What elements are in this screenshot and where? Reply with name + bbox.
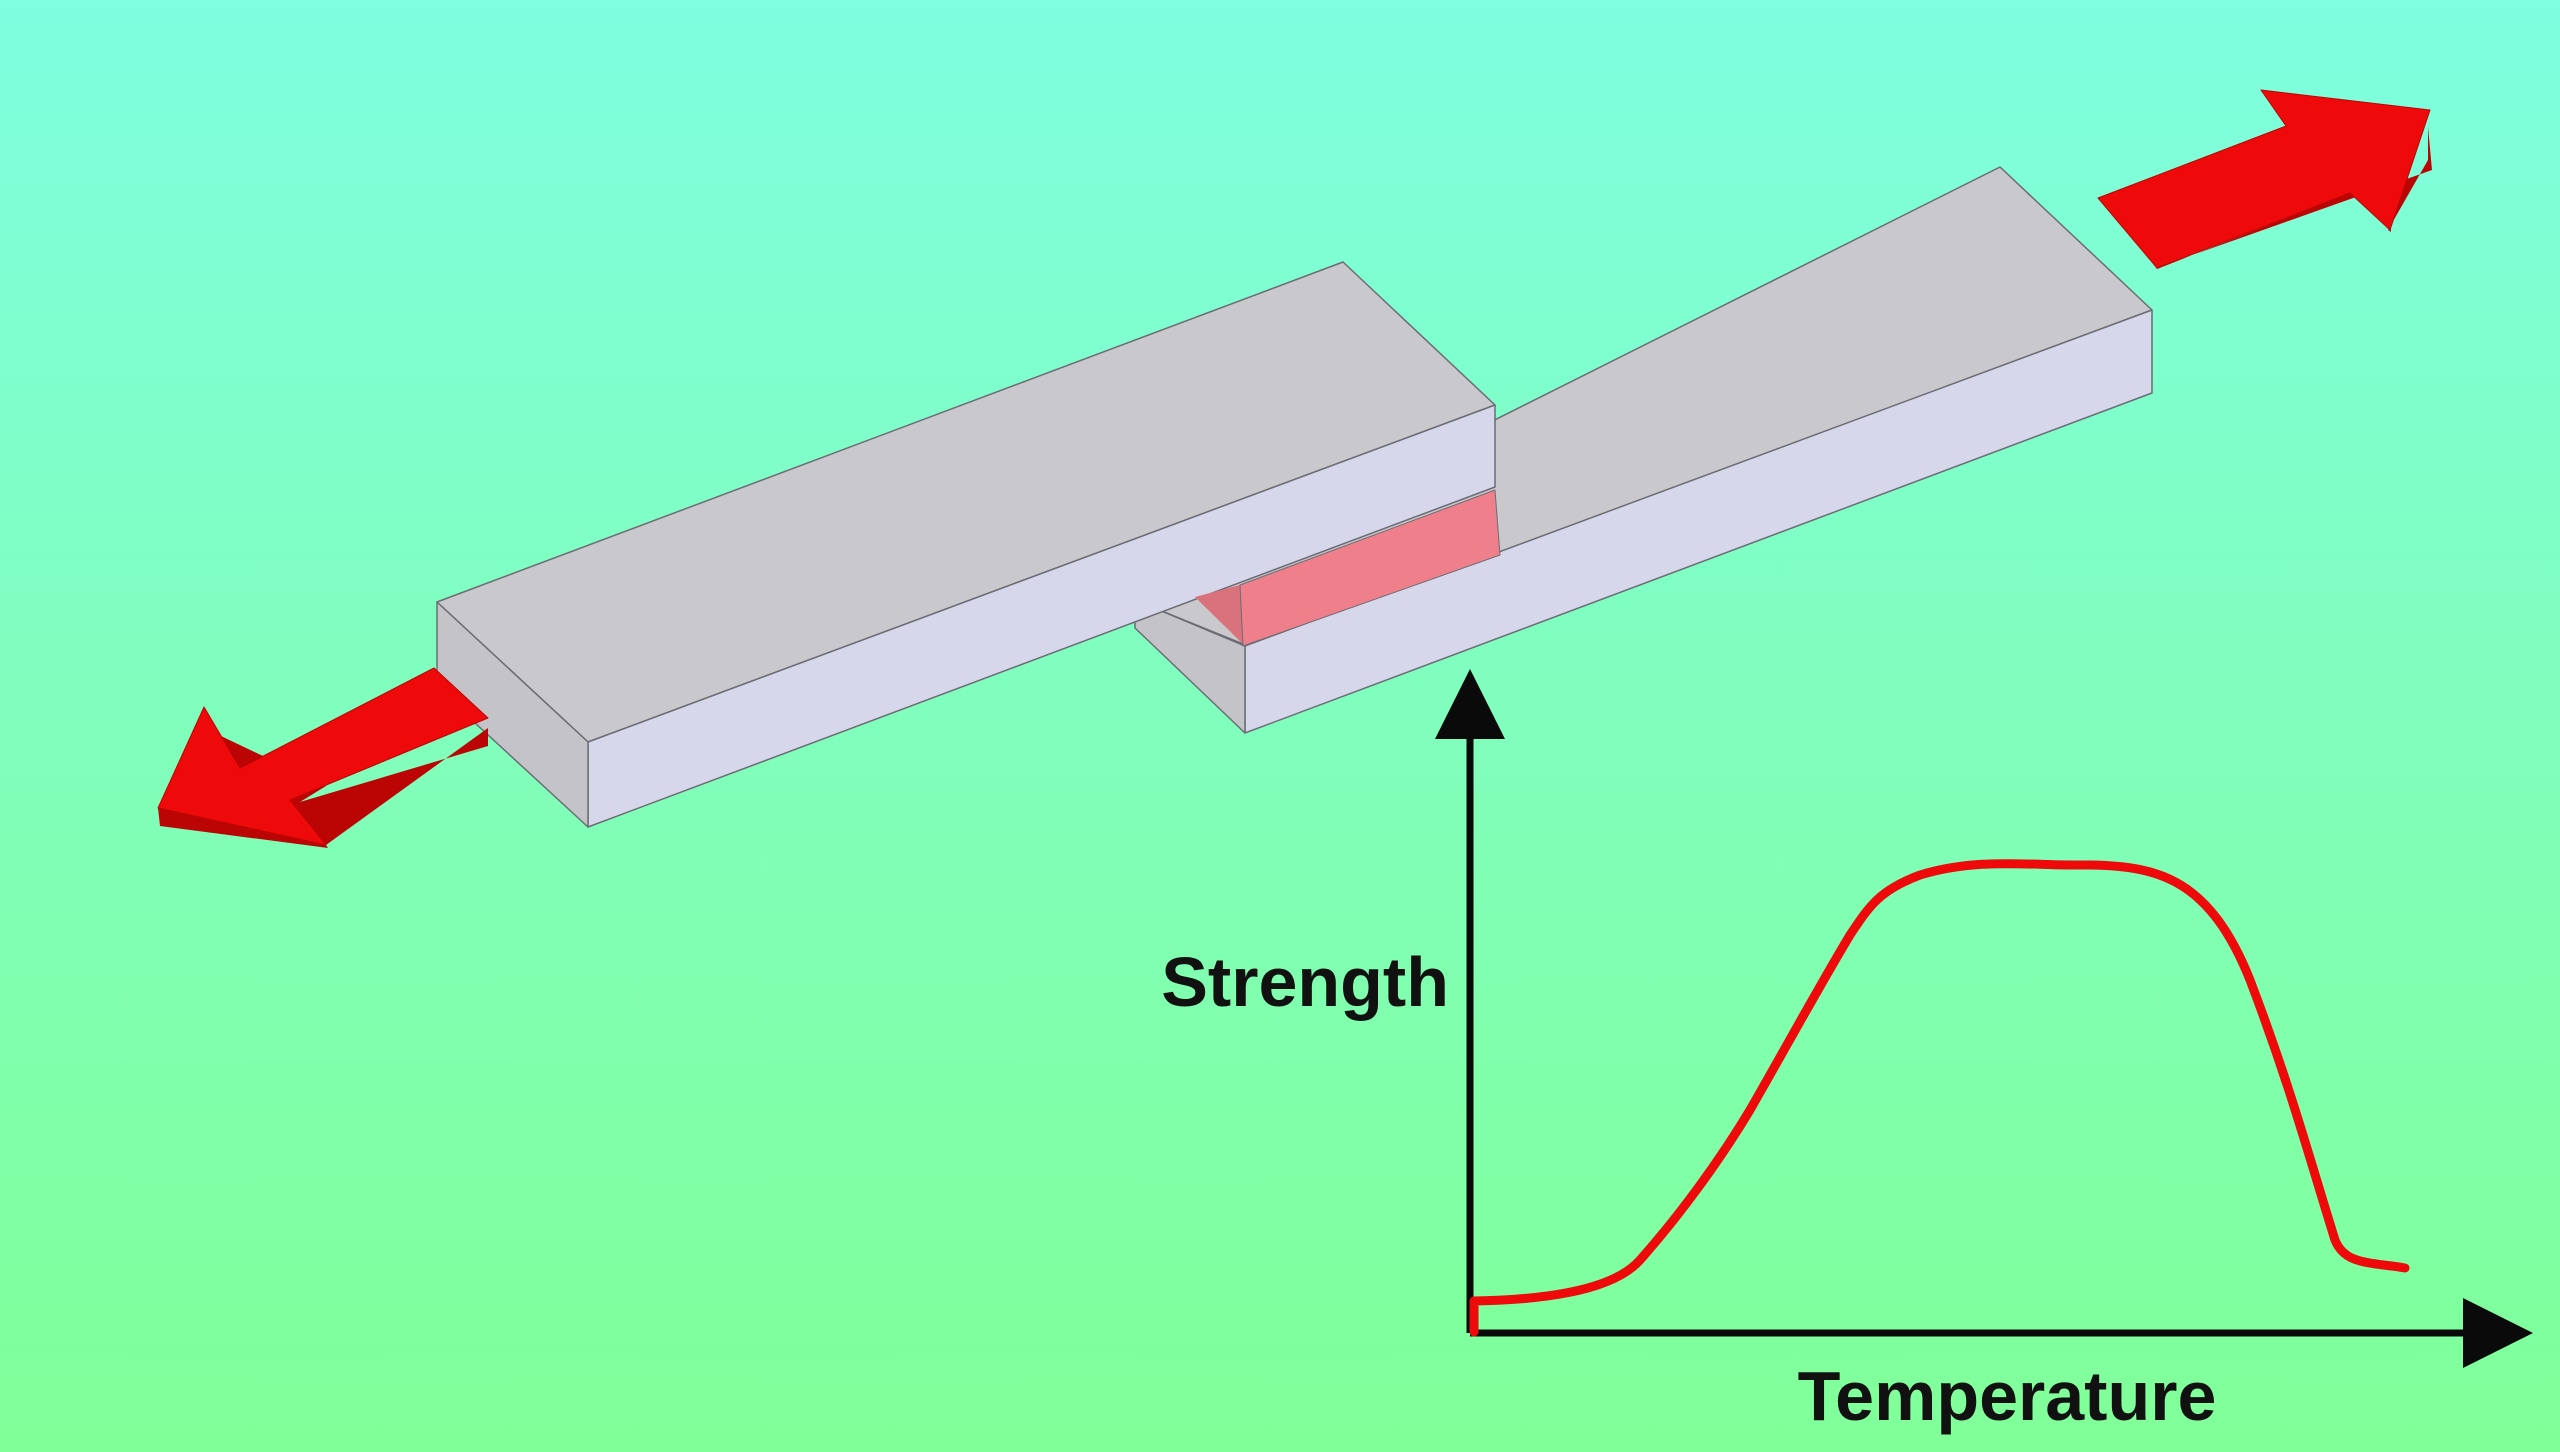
bonded-joint-region	[1195, 489, 1501, 647]
upper-plate	[436, 261, 1496, 828]
upper-plate-end-face	[436, 601, 589, 828]
y-axis-label: Strength	[1161, 943, 1449, 1021]
left-load-arrow	[157, 667, 489, 848]
strength-curve	[1469, 859, 2410, 1337]
right-load-arrow	[2097, 89, 2432, 269]
x-axis-label: Temperature	[1798, 1357, 2217, 1435]
joint-side-face	[1195, 585, 1245, 646]
left-arrow-face	[157, 667, 489, 846]
joint-front-face	[1239, 489, 1501, 647]
strength-temperature-graph: Strength Temperature	[1161, 669, 2533, 1435]
right-arrow-face	[2097, 89, 2431, 269]
